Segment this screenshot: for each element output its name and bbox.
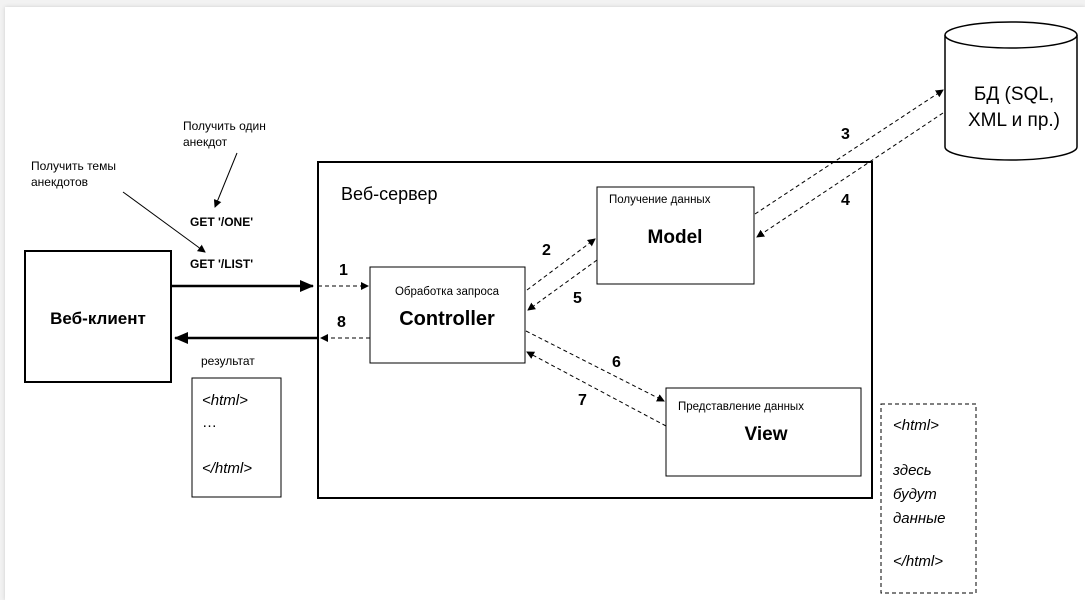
result-label: результат (201, 354, 255, 368)
request-get-list: GET '/LIST' (190, 257, 253, 271)
step-number: 6 (612, 354, 621, 371)
result-line3: </html> (202, 460, 252, 477)
template-line4: данные (893, 510, 946, 527)
web-client-box (24, 250, 172, 383)
web-server-label: Веб-сервер (341, 184, 438, 204)
diagram-canvas: Веб-сервер Веб-клиент Обработка запроса … (5, 7, 1085, 600)
note-get-topics-pointer (122, 191, 206, 253)
database-cylinder-icon (944, 21, 1078, 161)
note-get-one-line2: анекдот (183, 135, 228, 149)
note-get-one-pointer (213, 152, 238, 208)
step-number: 4 (841, 192, 850, 209)
arrow-step-4 (756, 112, 944, 238)
arrow-step-7 (526, 351, 667, 427)
model-box (596, 186, 755, 285)
arrow-step-5 (527, 259, 598, 311)
view-name: View (745, 424, 788, 445)
database-label-line1: БД (SQL, (974, 84, 1054, 105)
note-get-one-line1: Получить один (183, 119, 266, 133)
template-box (880, 403, 977, 594)
note-get-topics-line2: анекдотов (31, 175, 88, 189)
controller-box (369, 266, 526, 364)
template-line3: будут (893, 486, 937, 503)
template-line2: здесь (892, 462, 932, 479)
view-box (665, 387, 862, 477)
template-line1: <html> (893, 417, 939, 434)
result-box (191, 377, 282, 498)
request-get-one: GET '/ONE' (190, 215, 253, 229)
arrow-step-6 (525, 330, 665, 402)
web-client-label: Веб-клиент (50, 309, 146, 328)
result-line1: <html> (202, 392, 248, 409)
step-number: 2 (542, 242, 551, 259)
template-line5: </html> (893, 553, 943, 570)
mvc-diagram: Веб-сервер Веб-клиент Обработка запроса … (24, 21, 1078, 594)
controller-name: Controller (399, 308, 495, 330)
model-name: Model (648, 227, 703, 248)
database-label-line2: XML и пр.) (968, 110, 1060, 131)
view-title: Представление данных (678, 401, 804, 413)
arrow-step-3 (754, 89, 944, 215)
arrow-step-2 (526, 238, 596, 291)
controller-title: Обработка запроса (395, 286, 500, 298)
step-number: 8 (337, 314, 346, 331)
model-title: Получение данных (609, 194, 711, 206)
step-number: 1 (339, 262, 348, 279)
note-get-topics-line1: Получить темы (31, 159, 116, 173)
step-number: 3 (841, 126, 850, 143)
result-line2: … (202, 414, 217, 431)
step-number: 5 (573, 290, 582, 307)
step-number: 7 (578, 392, 587, 409)
